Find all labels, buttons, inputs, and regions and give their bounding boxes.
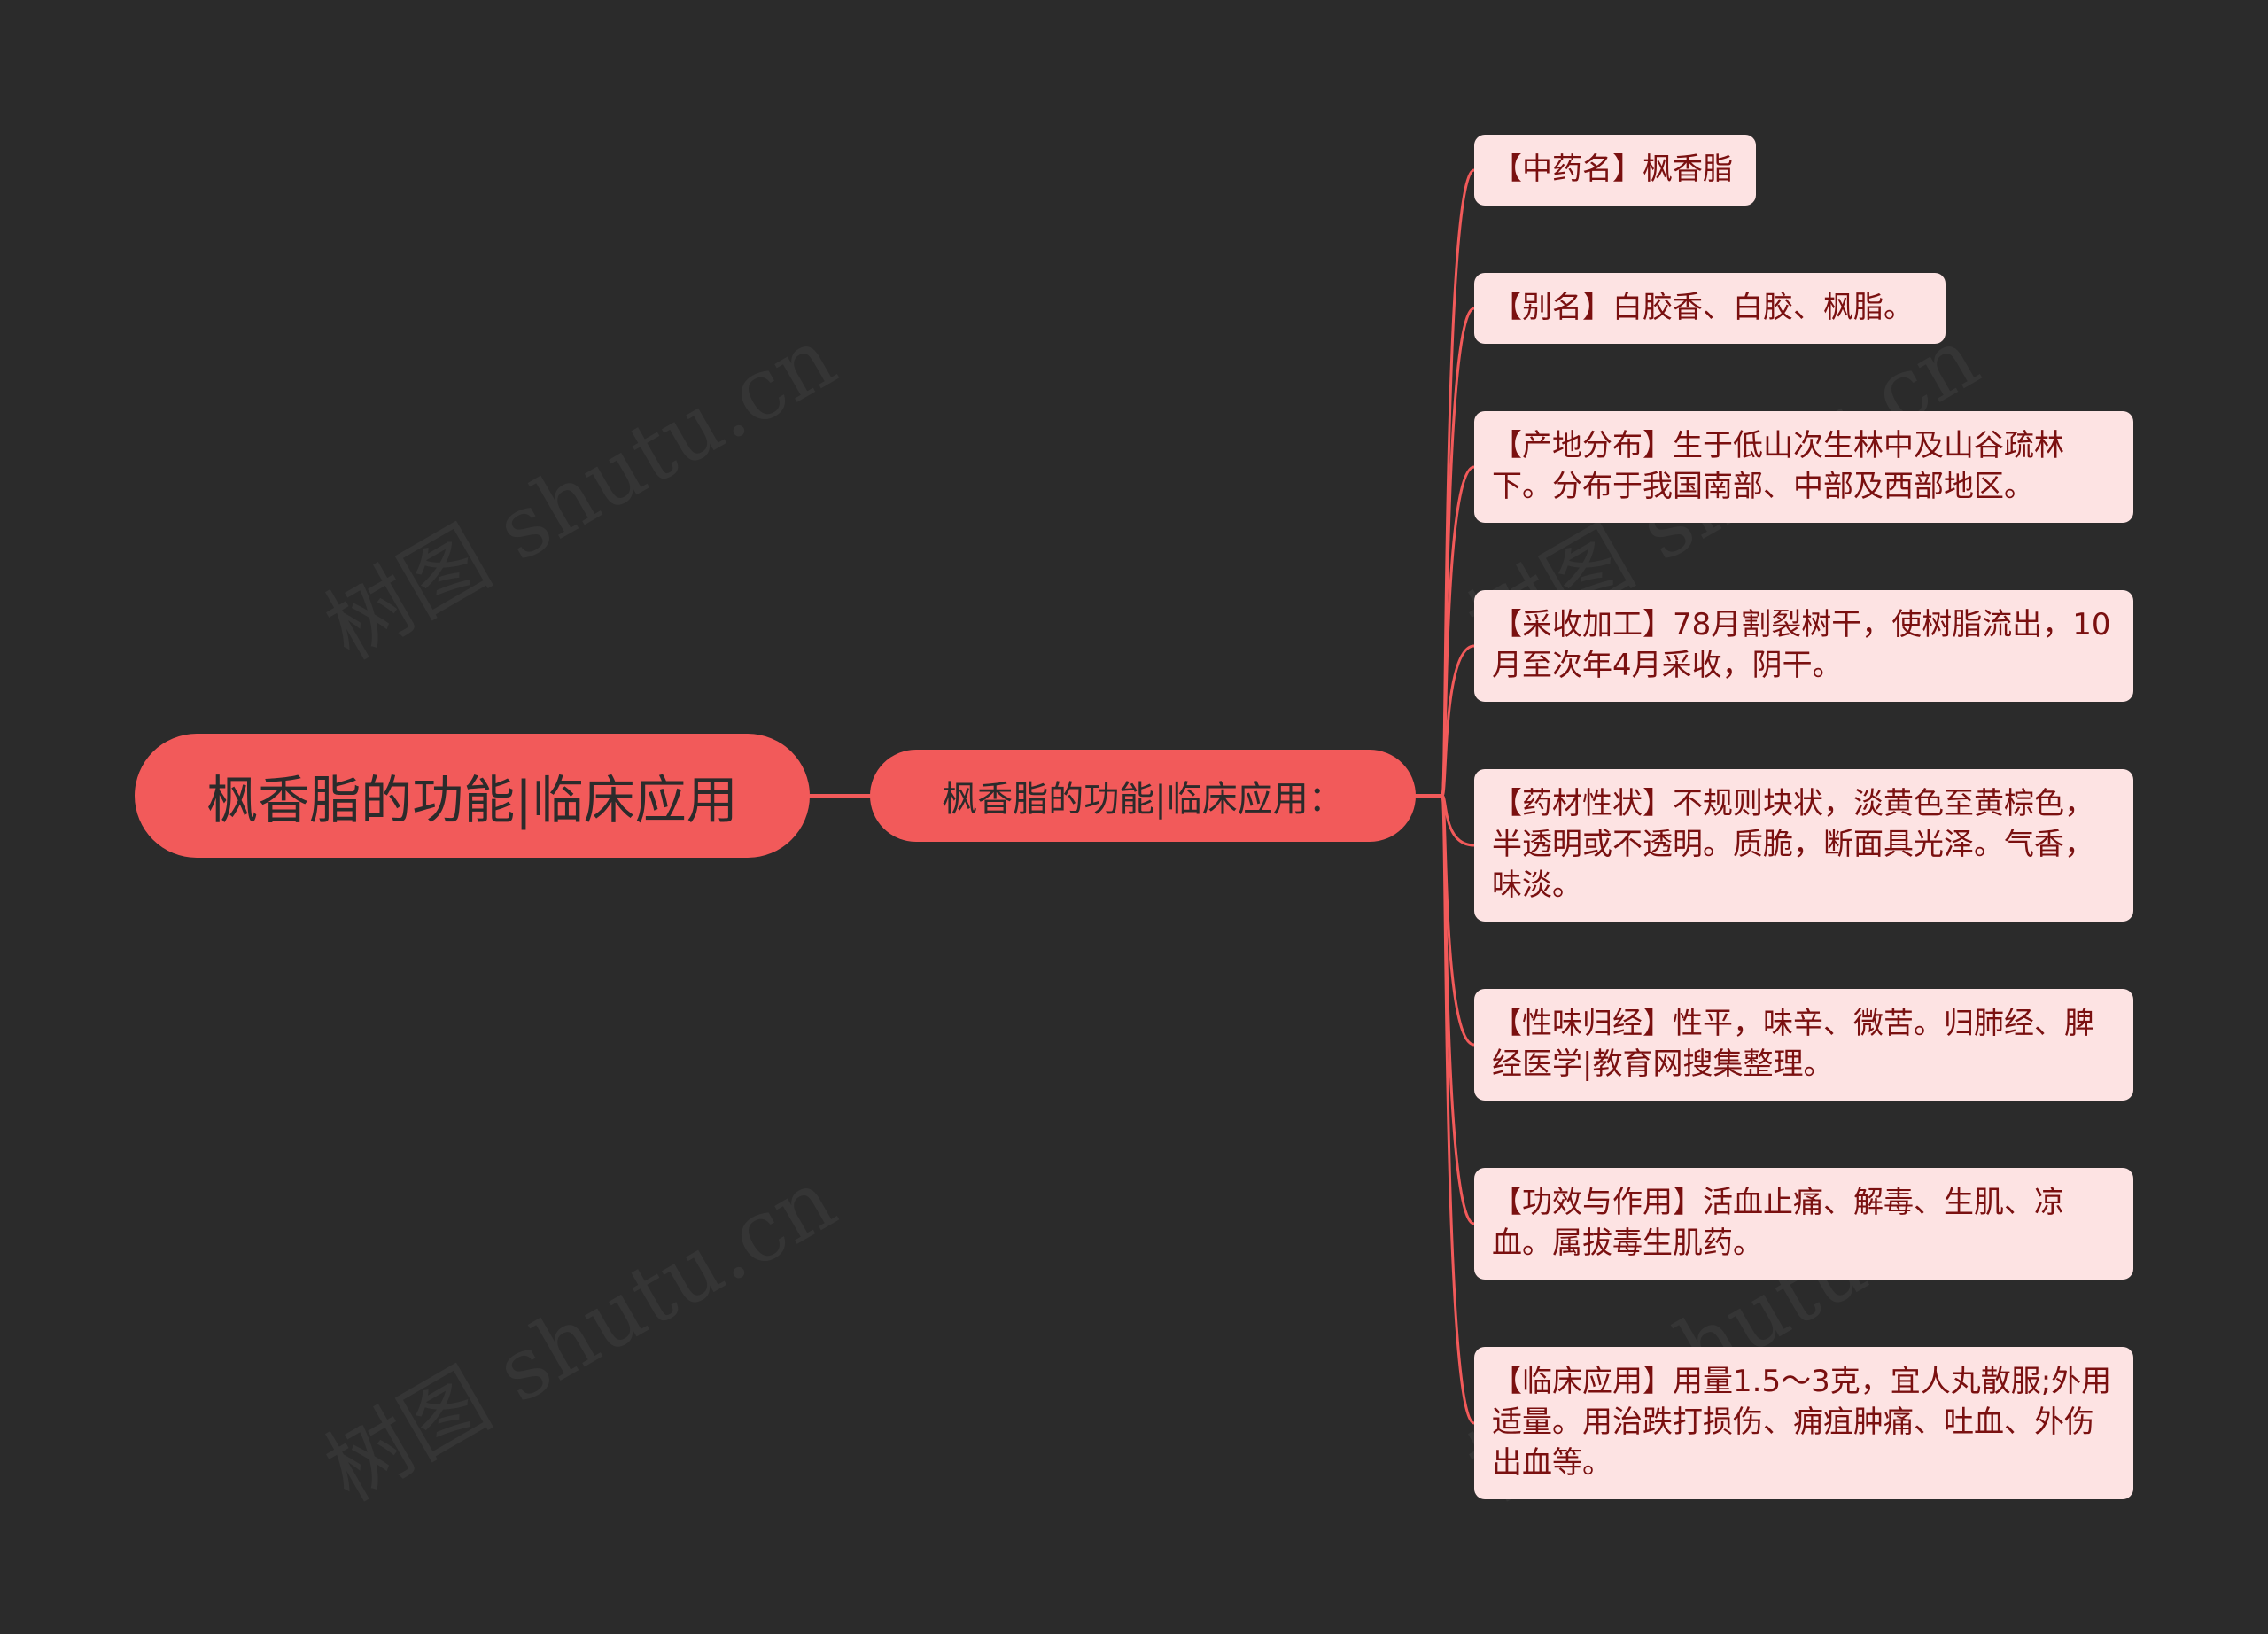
leaf-topic-text: 【临床应用】用量1.5～3克，宜人丸散服;外用适量。用治跌打损伤、痈疽肿痛、吐血…	[1492, 1364, 2112, 1481]
leaf-topic-text: 【产地分布】生于低山次生林中及山谷疏林下。分布于我国南部、中部及西部地区。	[1492, 428, 2064, 504]
leaf-topic-text: 【中药名】枫香脂	[1492, 152, 1733, 187]
leaf-topic-origin[interactable]: 【产地分布】生于低山次生林中及山谷疏林下。分布于我国南部、中部及西部地区。	[1474, 411, 2133, 523]
leaf-topic-text: 【性味归经】性平，味辛、微苦。归肺经、脾经医学|教育网搜集整理。	[1492, 1006, 2094, 1082]
leaf-topic-text: 【采收加工】78月割裂树干，使树脂流出，10月至次年4月采收，阴干。	[1492, 607, 2111, 683]
branch-leaf-line	[1441, 794, 1476, 847]
leaf-topic-text: 【别名】白胶香、白胶、枫脂。	[1492, 290, 1914, 325]
branch-topic[interactable]: 枫香脂的功能|临床应用：	[870, 750, 1416, 842]
branch-leaf-line	[1441, 644, 1476, 798]
root-topic-label: 枫香脂的功能|临床应用	[206, 770, 738, 830]
branch-leaf-line	[1441, 794, 1476, 1425]
branch-topic-label: 枫香脂的功能|临床应用：	[942, 779, 1344, 820]
root-topic[interactable]: 枫香脂的功能|临床应用	[135, 734, 810, 858]
leaf-topic-description[interactable]: 【药材性状】不规则块状，淡黄色至黄棕色，半透明或不透明。质脆，断面具光泽。气香，…	[1474, 769, 2133, 922]
leaf-topic-properties[interactable]: 【性味归经】性平，味辛、微苦。归肺经、脾经医学|教育网搜集整理。	[1474, 989, 2133, 1101]
leaf-topic-text: 【药材性状】不规则块状，淡黄色至黄棕色，半透明或不透明。质脆，断面具光泽。气香，…	[1492, 786, 2094, 903]
leaf-topic-alias[interactable]: 【别名】白胶香、白胶、枫脂。	[1474, 273, 1946, 344]
leaf-topic-text: 【功效与作用】活血止痛、解毒、生肌、凉血。属拔毒生肌药。	[1492, 1185, 2064, 1261]
leaf-topic-harvest[interactable]: 【采收加工】78月割裂树干，使树脂流出，10月至次年4月采收，阴干。	[1474, 590, 2133, 702]
leaf-topic-clinical[interactable]: 【临床应用】用量1.5～3克，宜人丸散服;外用适量。用治跌打损伤、痈疽肿痛、吐血…	[1474, 1347, 2133, 1499]
leaf-topic-effects[interactable]: 【功效与作用】活血止痛、解毒、生肌、凉血。属拔毒生肌药。	[1474, 1168, 2133, 1280]
leaf-topic-name[interactable]: 【中药名】枫香脂	[1474, 135, 1756, 206]
